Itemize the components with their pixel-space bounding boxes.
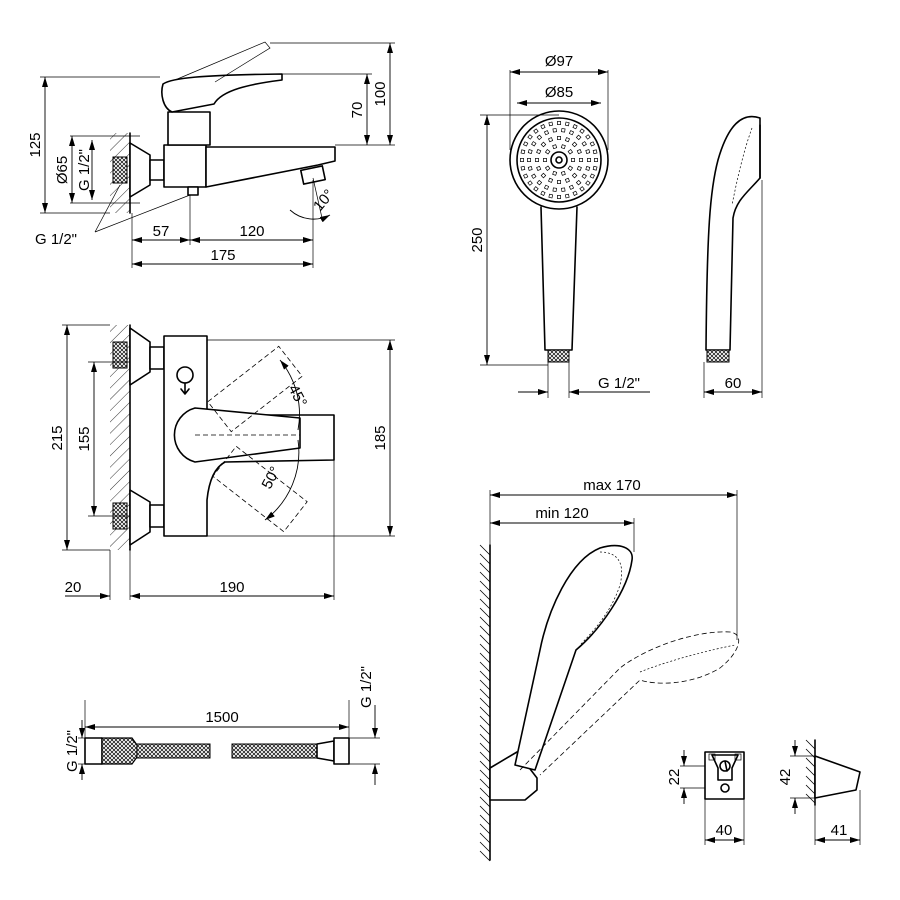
mixer-top-view: 45° 50° 215 155 185 20 190 (49, 324, 395, 600)
dim-125: 125 (27, 132, 44, 157)
dim-g12-head: G 1/2" (598, 375, 640, 392)
holder-front-view: 22 40 (666, 750, 745, 845)
hand-shower-mounted (514, 544, 633, 771)
hand-shower-front-view: Ø97 Ø85 250 G 1/2" (469, 53, 650, 398)
dim-41: 41 (831, 822, 848, 839)
dim-70: 70 (349, 102, 366, 119)
dim-22: 22 (666, 769, 683, 786)
dim-190: 190 (219, 579, 244, 596)
dim-45deg: 45° (284, 382, 310, 410)
dim-155: 155 (76, 426, 93, 451)
dim-57: 57 (153, 223, 170, 240)
dim-10deg: 10° (310, 186, 338, 214)
dim-215: 215 (49, 425, 66, 450)
dim-g12-hose-left: G 1/2" (64, 730, 81, 772)
dim-120: 120 (239, 223, 264, 240)
wall-hatch-top (110, 325, 130, 550)
holder-installation-view: max 170 min 120 (479, 477, 740, 862)
dim-50deg: 50° (259, 464, 285, 492)
mixer-side-view: 125 100 70 Ø65 G 1/2" G 1/2" 10° 57 120 … (27, 41, 395, 268)
dim-g12-hose-right: G 1/2" (358, 666, 375, 708)
dim-max170: max 170 (583, 477, 641, 494)
dim-1500: 1500 (205, 709, 238, 726)
holder-side-view: 42 41 (777, 739, 861, 845)
dim-40: 40 (716, 822, 733, 839)
nozzle-pattern (520, 121, 598, 199)
dim-d85: Ø85 (545, 84, 573, 101)
wall-hatch-holder (805, 739, 816, 804)
dim-d97: Ø97 (545, 53, 573, 70)
dim-g12-side: G 1/2" (76, 149, 93, 191)
dim-g12-bottom: G 1/2" (35, 231, 77, 248)
dim-185: 185 (372, 425, 389, 450)
dim-d65: Ø65 (54, 156, 71, 184)
hand-shower-tilted-ghost (519, 631, 740, 776)
dim-60: 60 (725, 375, 742, 392)
hose-view: 1500 G 1/2" G 1/2" (64, 666, 380, 785)
dim-20: 20 (65, 579, 82, 596)
dim-175: 175 (210, 247, 235, 264)
dim-42: 42 (777, 769, 794, 786)
shower-head-outer (509, 110, 609, 210)
hand-shower-side-view: 60 (703, 115, 763, 398)
dim-250: 250 (469, 227, 486, 252)
dim-100: 100 (372, 81, 389, 106)
wall-hatch-installation (479, 544, 491, 862)
dim-min120: min 120 (535, 505, 588, 522)
